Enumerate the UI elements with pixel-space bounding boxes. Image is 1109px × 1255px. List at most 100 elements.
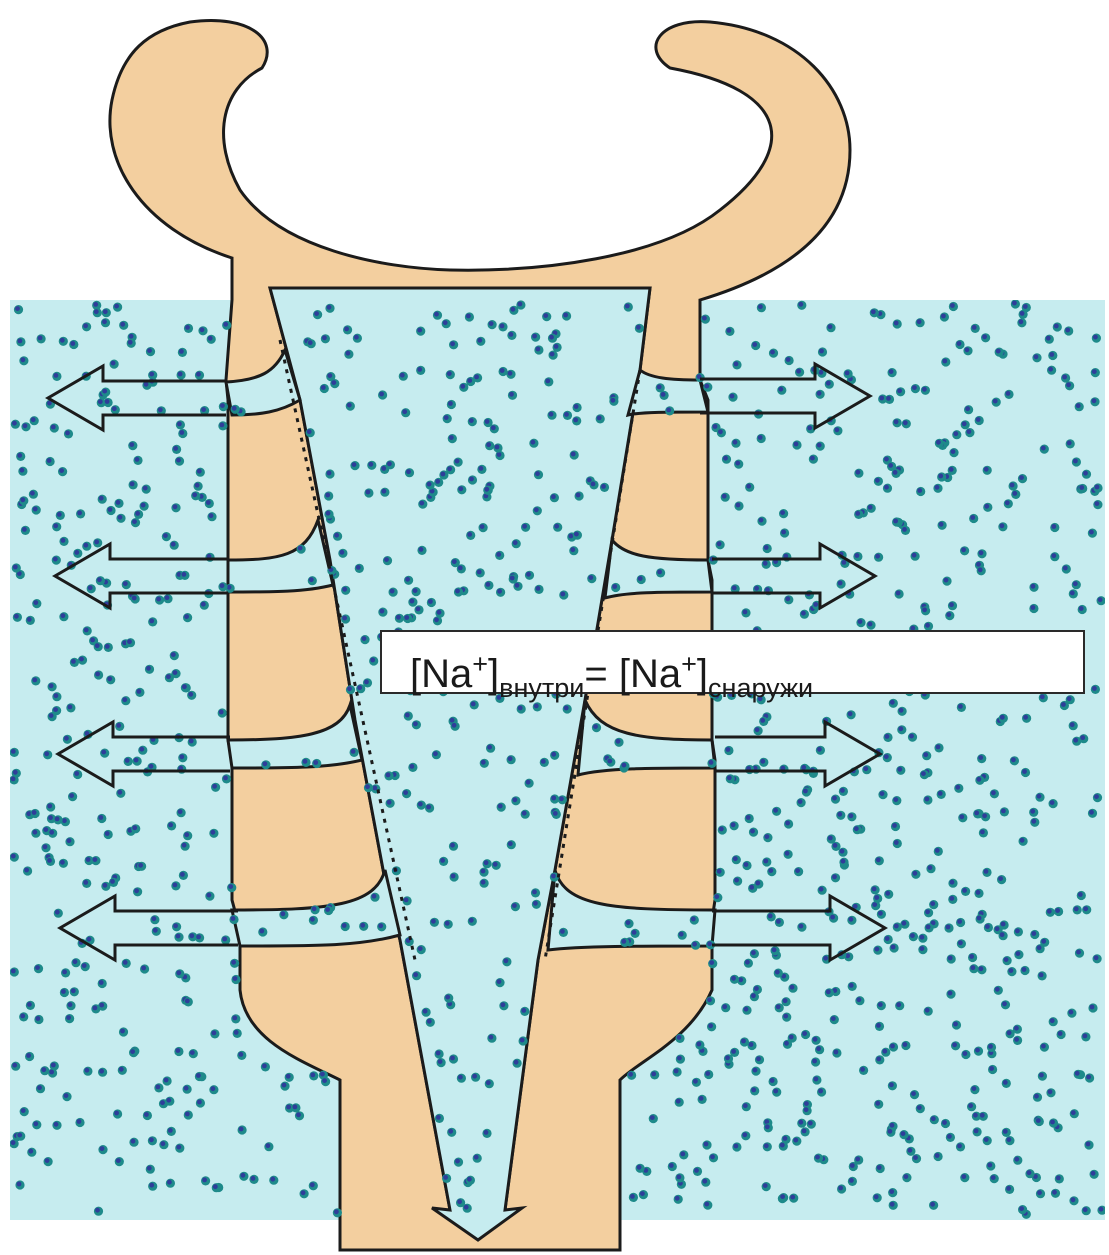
sodium-ion-dot-core — [896, 591, 901, 596]
sodium-ion-dot-core — [778, 387, 783, 392]
sodium-ion-dot-core — [607, 759, 612, 764]
sodium-ion-dot-core — [1022, 967, 1027, 972]
sodium-ion-dot-core — [139, 747, 144, 752]
sodium-ion-dot-core — [709, 960, 714, 965]
sodium-ion-dot-core — [301, 1190, 306, 1195]
label-bracket-close-1: ] — [488, 652, 499, 696]
sodium-ion-dot-core — [717, 541, 722, 546]
sodium-ion-dot-core — [574, 532, 579, 537]
sodium-ion-dot-core — [1091, 1171, 1096, 1176]
sodium-ion-dot-core — [677, 1175, 682, 1180]
sodium-ion-dot-core — [182, 572, 187, 577]
sodium-ion-dot-core — [33, 830, 38, 835]
sodium-ion-dot-core — [474, 375, 479, 380]
sodium-ion-dot-core — [334, 533, 339, 538]
sodium-ion-dot-core — [879, 396, 884, 401]
sodium-ion-dot-core — [902, 921, 907, 926]
sodium-ion-dot-core — [1023, 715, 1028, 720]
sodium-ion-dot-core — [107, 676, 112, 681]
sodium-ion-dot-core — [85, 1068, 90, 1073]
sodium-ion-dot-core — [976, 890, 981, 895]
sodium-ion-dot-core — [403, 790, 408, 795]
sodium-ion-dot-core — [823, 956, 828, 961]
sodium-ion-dot-core — [991, 790, 996, 795]
sodium-ion-dot-core — [798, 799, 803, 804]
sodium-ion-dot-core — [443, 320, 448, 325]
sodium-ion-dot-core — [445, 921, 450, 926]
sodium-ion-dot-core — [116, 500, 121, 505]
sodium-ion-dot-core — [20, 1014, 25, 1019]
sodium-ion-dot-core — [813, 1037, 818, 1042]
sodium-ion-dot-core — [144, 382, 149, 387]
sodium-ion-dot-core — [101, 750, 106, 755]
sodium-ion-dot-core — [1083, 1207, 1088, 1212]
sodium-ion-dot-core — [270, 1177, 275, 1182]
sodium-ion-dot-core — [38, 336, 43, 341]
sodium-ion-dot-core — [920, 946, 925, 951]
sodium-ion-dot-core — [368, 462, 373, 467]
sodium-ion-dot-core — [785, 851, 790, 856]
sodium-ion-dot-core — [921, 771, 926, 776]
sodium-ion-dot-core — [431, 919, 436, 924]
sodium-ion-dot-core — [1037, 794, 1042, 799]
sodium-ion-dot-core — [1041, 1044, 1046, 1049]
sodium-ion-dot-core — [68, 1002, 73, 1007]
sodium-ion-dot-core — [1014, 1026, 1019, 1031]
sodium-ion-dot-core — [892, 823, 897, 828]
sodium-ion-dot-core — [103, 883, 108, 888]
sodium-ion-dot-core — [810, 456, 815, 461]
sodium-ion-dot-core — [455, 589, 460, 594]
sodium-ion-dot-core — [909, 734, 914, 739]
sodium-ion-dot-core — [17, 1182, 22, 1187]
sodium-ion-dot-core — [901, 1131, 906, 1136]
sodium-ion-dot-core — [102, 389, 107, 394]
sodium-ion-dot-core — [1055, 908, 1060, 913]
sodium-ion-dot-core — [11, 854, 16, 859]
sodium-ion-dot-core — [773, 808, 778, 813]
sodium-ion-dot-core — [55, 817, 60, 822]
sodium-ion-dot-core — [21, 1108, 26, 1113]
sodium-ion-dot-core — [444, 415, 449, 420]
sodium-ion-dot-core — [61, 538, 66, 543]
sodium-ion-dot-core — [132, 519, 137, 524]
sodium-ion-dot-core — [423, 1009, 428, 1014]
sodium-ion-dot-core — [342, 923, 347, 928]
sodium-ion-dot-core — [55, 910, 60, 915]
sodium-ion-dot-core — [62, 818, 67, 823]
sodium-ion-dot-core — [958, 704, 963, 709]
sodium-ion-dot-core — [11, 749, 16, 754]
sodium-ion-dot-core — [95, 1208, 100, 1213]
sodium-ion-dot-core — [857, 997, 862, 1002]
sodium-ion-dot-core — [1073, 738, 1078, 743]
sodium-ion-dot-core — [730, 394, 735, 399]
sodium-ion-dot-core — [413, 588, 418, 593]
sodium-ion-dot-core — [814, 1077, 819, 1082]
sodium-ion-dot-core — [845, 371, 850, 376]
sodium-ion-dot-core — [390, 589, 395, 594]
sodium-ion-dot-core — [381, 466, 386, 471]
sodium-ion-dot-core — [878, 911, 883, 916]
sodium-ion-dot-core — [135, 511, 140, 516]
sodium-ion-dot-core — [807, 426, 812, 431]
sodium-ion-dot-core — [630, 1194, 635, 1199]
sodium-ion-dot-core — [380, 609, 385, 614]
sodium-ion-dot-core — [714, 894, 719, 899]
sodium-ion-dot-core — [961, 547, 966, 552]
sodium-ion-dot-core — [928, 865, 933, 870]
sodium-ion-dot-core — [372, 894, 377, 899]
sodium-ion-dot-core — [43, 827, 48, 832]
sodium-ion-dot-core — [296, 1112, 301, 1117]
sodium-ion-dot-core — [53, 707, 58, 712]
sodium-ion-dot-core — [498, 804, 503, 809]
sodium-ion-dot-core — [61, 989, 66, 994]
sodium-ion-dot-core — [340, 550, 345, 555]
sodium-ion-dot-core — [21, 357, 26, 362]
sodium-ion-dot-core — [1012, 301, 1017, 306]
sodium-ion-dot-core — [884, 457, 889, 462]
sodium-ion-dot-core — [195, 483, 200, 488]
sodium-ion-dot-core — [980, 1113, 985, 1118]
sodium-ion-dot-core — [884, 754, 889, 759]
sodium-ion-dot-core — [436, 1051, 441, 1056]
sodium-ion-dot-core — [35, 965, 40, 970]
sodium-ion-dot-core — [977, 916, 982, 921]
